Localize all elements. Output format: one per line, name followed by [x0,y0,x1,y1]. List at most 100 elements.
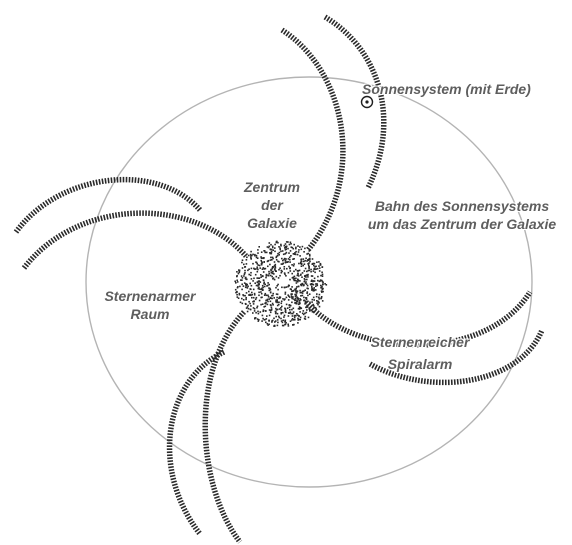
center-star [315,268,317,270]
center-star [257,311,259,313]
center-star [295,251,297,253]
center-star [288,252,290,254]
center-star [293,244,295,246]
center-star [314,278,316,280]
center-star [309,254,311,256]
galactic-center-cluster [234,241,327,327]
center-star [290,288,292,290]
center-star [284,245,286,247]
center-star [290,293,292,295]
center-star [295,278,297,280]
center-star [308,268,310,270]
center-star [250,251,252,253]
center-star [279,247,281,249]
center-star [265,268,267,270]
center-star [254,255,256,257]
center-star [280,251,282,253]
center-star [284,315,286,317]
center-star [291,273,293,275]
center-star [272,273,274,275]
center-star [267,266,269,268]
center-star [315,308,317,310]
center-star [251,278,253,280]
center-star [312,311,314,313]
center-star [297,270,299,272]
center-star [312,299,314,301]
center-star [299,302,301,304]
center-star [316,293,318,295]
center-star [309,261,311,263]
center-star [299,255,301,257]
center-star [261,320,263,322]
center-star [270,305,272,307]
center-star [269,315,271,317]
center-star [252,280,254,282]
center-star [305,268,307,270]
center-star [263,257,265,259]
center-star [270,259,272,261]
center-star [289,304,291,306]
center-star [244,272,246,274]
center-star [237,286,239,288]
center-star [287,241,289,243]
center-star [287,286,289,288]
center-star [284,274,286,276]
center-star [298,286,300,288]
center-star [308,266,310,268]
center-star [271,276,273,278]
center-star [252,312,254,314]
center-star [267,301,269,303]
center-star [302,272,304,274]
center-star [268,324,270,326]
center-star [318,265,320,267]
center-star [284,308,286,310]
center-star [258,246,260,248]
center-star [239,286,241,288]
center-star [307,276,309,278]
center-star [268,275,270,277]
center-star [258,295,260,297]
center-star [299,290,301,292]
center-star [267,285,269,287]
center-star [319,306,321,308]
center-star [301,249,303,251]
center-star [273,277,275,279]
center-star [253,289,255,291]
center-star [299,246,301,248]
center-star [319,281,321,283]
center-star [239,293,241,295]
center-star [291,264,293,266]
center-star [246,292,248,294]
center-star [253,297,255,299]
center-star [293,253,295,255]
center-star [242,303,244,305]
center-star [250,305,252,307]
center-star [279,308,281,310]
center-star [279,296,281,298]
center-star [250,255,252,257]
center-star [307,259,309,261]
center-star [245,278,247,280]
center-star [307,285,309,287]
center-star [292,298,294,300]
center-star [277,305,279,307]
center-star [299,319,301,321]
center-star [291,309,293,311]
center-star [264,252,266,254]
spiral-arm-left-upper [16,180,200,232]
center-star [302,283,304,285]
center-star [268,271,270,273]
center-star [254,317,256,319]
center-star [258,292,260,294]
center-star [266,318,268,320]
center-star [292,324,294,326]
center-star [293,311,295,313]
center-star [265,300,267,302]
center-star [312,275,314,277]
center-star [248,301,250,303]
center-star [245,283,247,285]
center-star [238,269,240,271]
center-star [322,291,324,293]
center-star [253,303,255,305]
center-star [288,312,290,314]
